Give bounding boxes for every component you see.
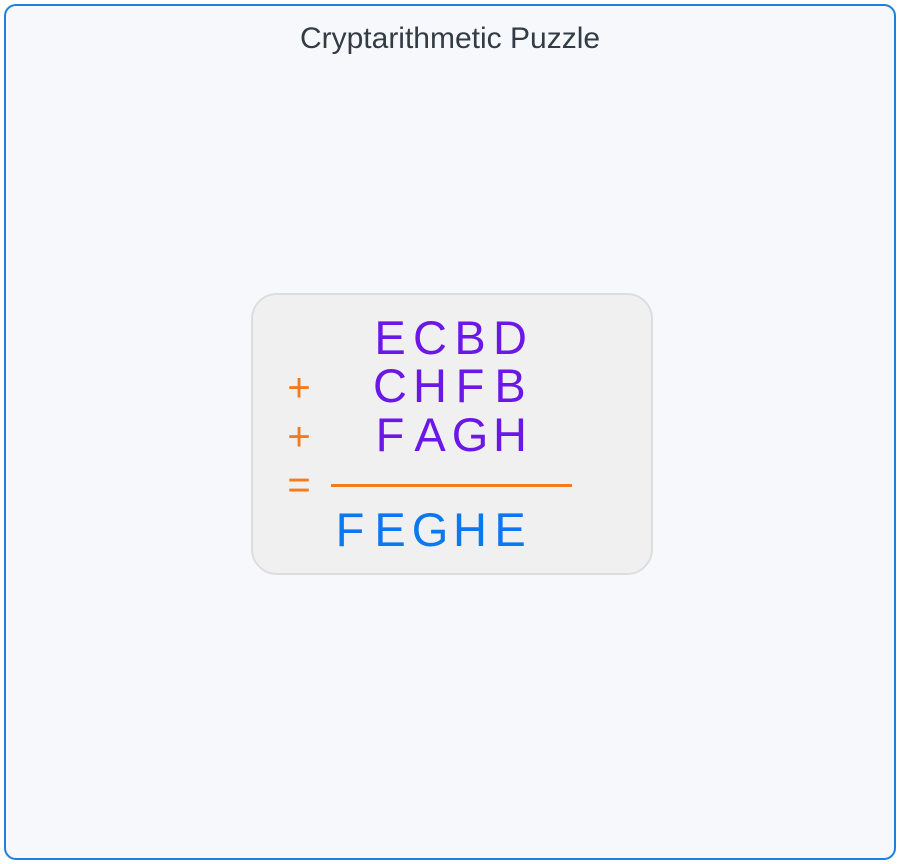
- addend-row-3: F A G H: [253, 408, 651, 461]
- letter: H: [413, 359, 447, 412]
- sum-rule: [331, 484, 572, 487]
- puzzle-card: E C B D + C H F B + F A G H = F E G H: [251, 293, 653, 575]
- letter: D: [493, 311, 527, 364]
- puzzle-frame: Cryptarithmetic Puzzle E C B D + C H F B…: [4, 4, 896, 860]
- letter: E: [374, 311, 406, 364]
- addend-row-2: C H F B: [253, 359, 651, 412]
- equals-sign: =: [287, 463, 311, 507]
- addend-row-1: E C B D: [253, 311, 651, 364]
- result-letter: H: [453, 503, 487, 556]
- letter: C: [373, 359, 407, 412]
- result-letter: G: [411, 503, 449, 556]
- page-title: Cryptarithmetic Puzzle: [299, 22, 601, 55]
- result-letter: F: [335, 503, 365, 556]
- letter: F: [375, 408, 405, 461]
- letter: F: [455, 359, 485, 412]
- letter: C: [413, 311, 447, 364]
- operator-3: +: [287, 415, 311, 459]
- result-row: F E G H E: [253, 503, 651, 556]
- result-letter: E: [494, 503, 526, 556]
- operator-2: +: [287, 366, 311, 410]
- result-letter: E: [374, 503, 406, 556]
- letter: G: [451, 408, 489, 461]
- letter: A: [414, 408, 446, 461]
- letter: B: [494, 359, 526, 412]
- letter: B: [454, 311, 486, 364]
- letter: H: [493, 408, 527, 461]
